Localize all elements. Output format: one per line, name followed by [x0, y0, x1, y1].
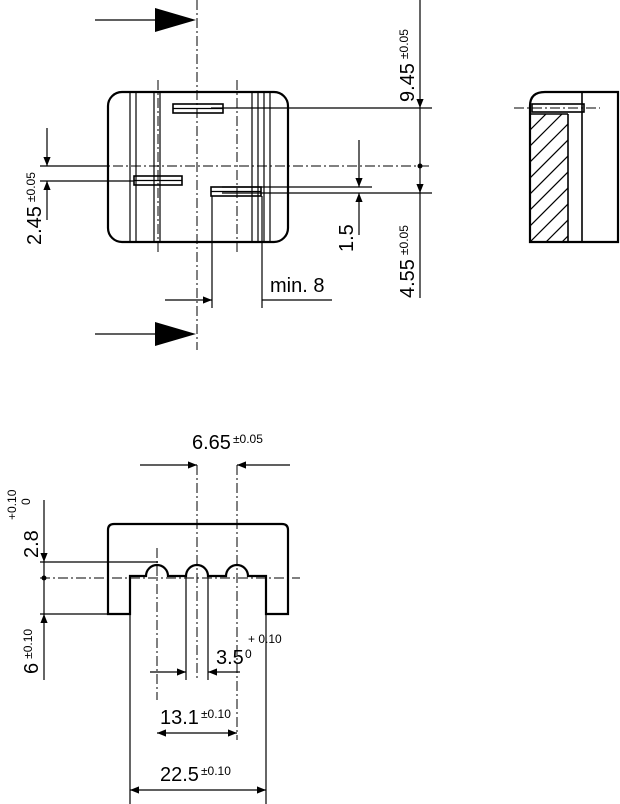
svg-text:2.8: 2.8	[21, 530, 43, 558]
side-view	[514, 90, 620, 244]
dim-6-65-value: 6.65	[192, 432, 231, 454]
dim-1-5: 1.5	[336, 140, 363, 252]
reference-point	[417, 163, 423, 169]
body-outline	[106, 90, 290, 244]
dim-2-8-tol-lower: 0	[19, 498, 33, 505]
top-view: 2.45 ±0.05 1.5 9.45 ±0.05 4.55 ±0.05 min. 8	[24, 0, 432, 350]
dim-3-5-tol-upper: + 0.10	[248, 632, 282, 646]
svg-text:6.65±0.05: 6.65±0.05	[192, 432, 263, 454]
dim-2-45-value: 2.45	[24, 206, 46, 245]
dim-22-5-tol: ±0.10	[201, 764, 231, 778]
svg-text:3.5: 3.5	[216, 647, 244, 669]
section-arrow-top	[95, 8, 196, 32]
body-ribs	[129, 92, 271, 242]
dim-22-5: 22.5±0.10	[129, 614, 267, 804]
dim-2-45-tol: ±0.05	[24, 172, 38, 202]
svg-text:22.5±0.10: 22.5±0.10	[160, 764, 231, 786]
dim-6-tol: ±0.10	[21, 629, 35, 659]
dim-2-45: 2.45 ±0.05	[24, 128, 134, 245]
svg-text:13.1±0.10: 13.1±0.10	[160, 707, 231, 729]
dim-3-5: 3.5 + 0.10 0	[150, 576, 282, 680]
dim-min-8-value: min. 8	[270, 275, 324, 297]
dim-3-5-tol-lower: 0	[245, 647, 252, 661]
svg-text:6±0.10: 6 ±0.10	[21, 629, 43, 674]
dim-min-8: min. 8	[165, 196, 332, 308]
dim-22-5-value: 22.5	[160, 764, 199, 786]
section-hatch	[530, 114, 568, 242]
svg-text:4.55±0.05: 4.55 ±0.05	[397, 225, 419, 298]
dim-9-45-tol: ±0.05	[397, 29, 411, 59]
dim-4-55-value: 4.55	[397, 259, 419, 298]
svg-text:9.45±0.05: 9.45 ±0.05	[397, 29, 419, 102]
dim-4-55-tol: ±0.05	[397, 225, 411, 255]
dim-2-8-tol-upper: +0.10	[5, 489, 19, 520]
dim-6-65: 6.65±0.05	[140, 432, 290, 469]
bottom-view: 6.65±0.05 2.8 +0.10 0 6 ±0.10 3.5 + 0.10 …	[5, 432, 300, 804]
dim-6-65-tol: ±0.05	[233, 432, 263, 446]
dim-9-45-value: 9.45	[397, 63, 419, 102]
dim-3-5-value: 3.5	[216, 647, 244, 669]
dim-9-45-4-55: 9.45 ±0.05 4.55 ±0.05	[397, 0, 424, 298]
dim-13-1-value: 13.1	[160, 707, 199, 729]
side-outline	[528, 90, 620, 244]
dim-2-8-6: 2.8 +0.10 0 6 ±0.10	[5, 489, 158, 680]
dim-2-8-value: 2.8	[21, 530, 43, 558]
dim-13-1-tol: ±0.10	[201, 707, 231, 721]
svg-text:2.45±0.05: 2.45 ±0.05	[24, 172, 46, 245]
section-arrow-bottom	[95, 322, 196, 346]
dim-6-value: 6	[21, 663, 43, 674]
dim-1-5-value: 1.5	[336, 224, 358, 252]
bottom-outline	[106, 522, 290, 616]
dim-13-1: 13.1±0.10	[157, 707, 237, 737]
